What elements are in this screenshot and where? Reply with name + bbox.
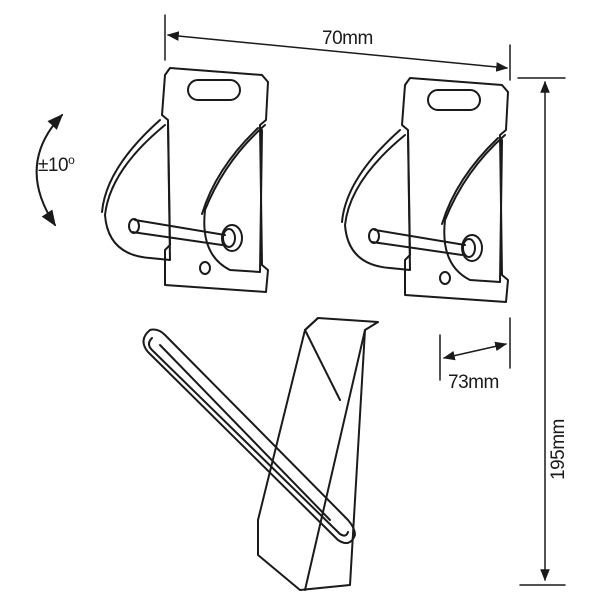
tilt-label: ±10o: [38, 153, 75, 177]
wedge: [257, 317, 379, 591]
height-label: 195mm: [548, 419, 569, 480]
width-label: 70mm: [322, 28, 373, 49]
bracket-right: [341, 77, 509, 303]
wire-clip: [142, 328, 356, 545]
height-dimension: [517, 77, 566, 586]
degree-mark: o: [68, 153, 75, 167]
depth-label: 73mm: [448, 372, 499, 393]
tilt-value: ±10: [38, 155, 69, 176]
bracket-left: [101, 67, 269, 293]
tilt-arrow-icon: [35, 113, 64, 227]
depth-dimension: [439, 317, 511, 381]
width-dimension: [164, 14, 511, 81]
